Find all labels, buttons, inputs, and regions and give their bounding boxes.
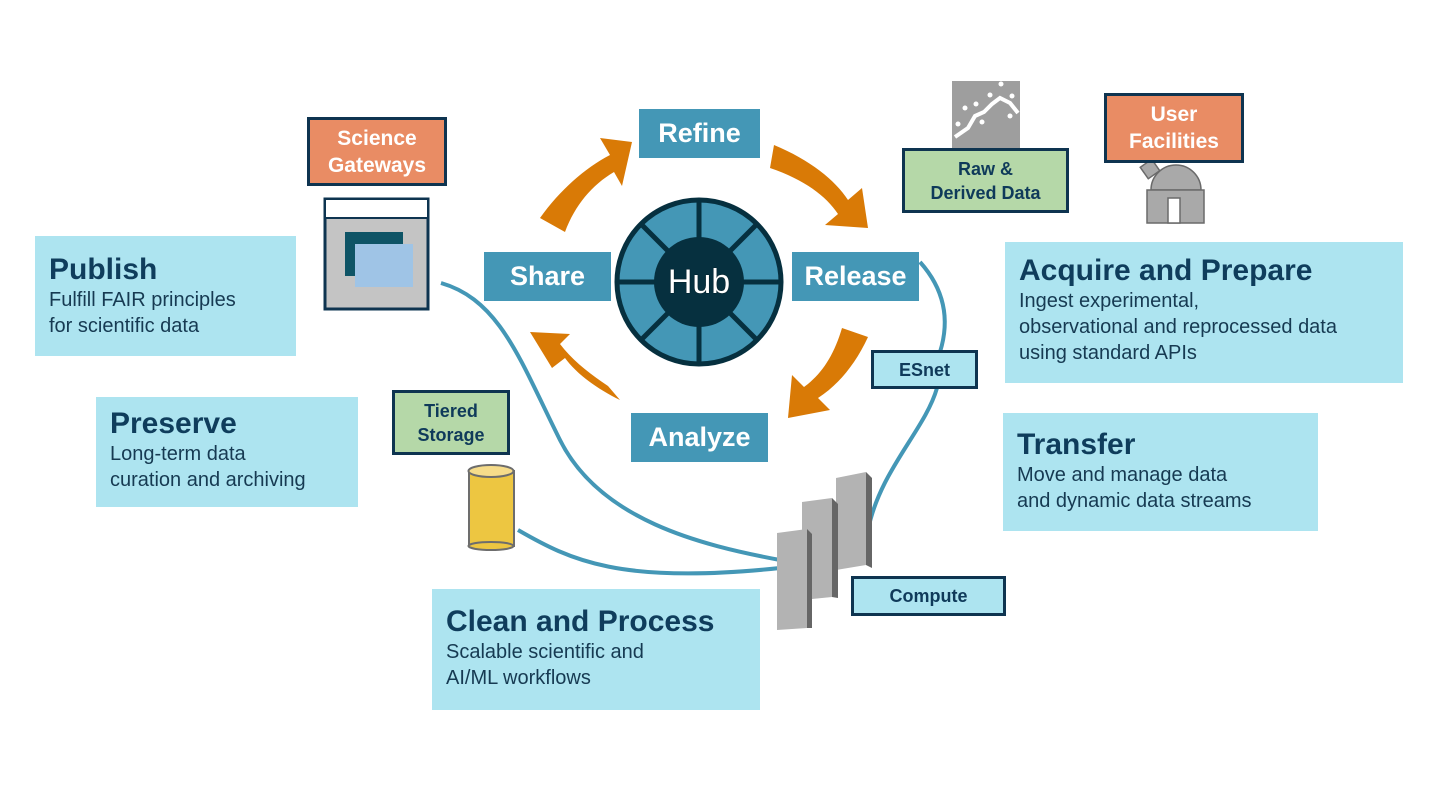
- tag-science-gateways[interactable]: Science Gateways: [307, 117, 447, 186]
- server-towers-icon: [777, 472, 872, 630]
- connector-gateways-compute: [440, 281, 781, 562]
- arrow-refine-to-release: [770, 145, 868, 228]
- hub-wheel: [614, 197, 784, 367]
- panel-transfer: Transfer Move and manage data and dynami…: [1003, 413, 1318, 531]
- database-cylinder-icon: [467, 464, 515, 551]
- tag-tiered-storage[interactable]: Tiered Storage: [392, 390, 510, 455]
- panel-publish-description: Fulfill FAIR principles for scientific d…: [49, 289, 236, 337]
- panel-clean: Clean and Process Scalable scientific an…: [432, 589, 760, 710]
- arrow-analyze-to-share: [530, 332, 620, 400]
- step-refine[interactable]: Refine: [639, 109, 760, 158]
- panel-transfer-description: Move and manage data and dynamic data st…: [1017, 464, 1252, 512]
- panel-preserve-title: Preserve: [110, 407, 237, 440]
- panel-acquire-description: Ingest experimental, observational and r…: [1019, 290, 1337, 364]
- step-release[interactable]: Release: [792, 252, 919, 301]
- tag-esnet[interactable]: ESnet: [871, 350, 978, 389]
- panel-acquire: Acquire and Prepare Ingest experimental,…: [1005, 242, 1403, 383]
- connector-release-esnet: [918, 260, 947, 353]
- panel-clean-description: Scalable scientific and AI/ML workflows: [446, 641, 644, 689]
- connector-esnet-compute: [866, 387, 939, 531]
- hub-label: Hub: [667, 262, 731, 301]
- connector-storage-compute: [517, 528, 781, 576]
- arrow-release-to-analyze: [788, 328, 868, 418]
- panel-transfer-title: Transfer: [1017, 428, 1136, 461]
- panel-publish: Publish Fulfill FAIR principles for scie…: [35, 236, 296, 356]
- observatory-icon: [1139, 158, 1205, 224]
- panel-preserve-description: Long-term data curation and archiving: [110, 443, 306, 491]
- scatter-chart-icon: [952, 81, 1020, 149]
- panel-clean-title: Clean and Process: [446, 605, 715, 638]
- tag-raw-derived-data[interactable]: Raw & Derived Data: [902, 148, 1069, 213]
- browser-window-icon: [323, 197, 430, 311]
- panel-acquire-title: Acquire and Prepare: [1019, 254, 1313, 287]
- panel-preserve: Preserve Long-term data curation and arc…: [96, 397, 358, 507]
- tag-compute[interactable]: Compute: [851, 576, 1006, 616]
- panel-publish-title: Publish: [49, 253, 158, 286]
- arrow-share-to-refine: [540, 138, 632, 232]
- step-share[interactable]: Share: [484, 252, 611, 301]
- step-analyze[interactable]: Analyze: [631, 413, 768, 462]
- hub[interactable]: Hub: [617, 200, 781, 364]
- tag-user-facilities[interactable]: User Facilities: [1104, 93, 1244, 163]
